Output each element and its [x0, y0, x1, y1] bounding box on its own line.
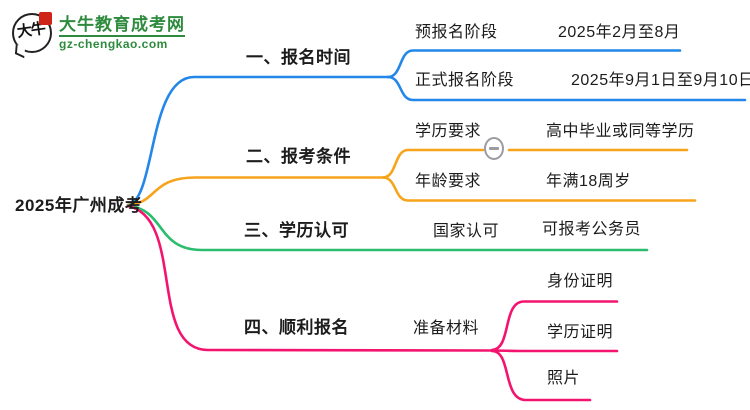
logo-text-block: 大牛教育成考网 gz-chengkao.com — [59, 15, 185, 51]
branch2-child1-label: 学历要求 — [415, 123, 482, 140]
branch1-child2-value: 2025年9月1日至9月10日 — [571, 72, 750, 89]
root-node: 2025年广州成考 — [15, 196, 143, 215]
minus-glyph — [489, 147, 499, 150]
branch1-child1-value: 2025年2月至8月 — [558, 24, 681, 41]
branch4-child1-line — [490, 300, 619, 352]
branch2-child2-value: 年满18周岁 — [546, 173, 631, 190]
logo-bull-badge: 大牛 — [12, 12, 52, 59]
branch2-child2-line — [381, 176, 697, 202]
branch1-child1-line — [386, 49, 682, 79]
branch4-child3-line — [490, 349, 592, 402]
branch1-line — [126, 75, 390, 207]
site-logo[interactable]: 大牛 大牛教育成考网 gz-chengkao.com — [12, 12, 185, 59]
logo-site-url: gz-chengkao.com — [59, 36, 168, 51]
collapse-icon[interactable] — [484, 137, 504, 160]
branch4-material-2: 学历证明 — [547, 324, 614, 341]
branch4-material-1: 身份证明 — [547, 273, 614, 290]
branch1-child2-line — [386, 75, 747, 102]
branch3-label: 三、学历认可 — [244, 221, 349, 240]
branch4-child1-label: 准备材料 — [413, 320, 480, 337]
logo-red-seal-icon — [39, 12, 52, 25]
branch2-label: 二、报考条件 — [246, 147, 351, 166]
branch4-material-3: 照片 — [547, 370, 581, 387]
branch1-label: 一、报名时间 — [246, 48, 351, 67]
logo-site-name: 大牛教育成考网 — [59, 15, 185, 35]
branch3-line — [126, 204, 649, 252]
branch3-child1-value: 可报考公务员 — [542, 221, 642, 238]
branch4-label: 四、顺利报名 — [244, 318, 349, 337]
branch4-line — [126, 204, 494, 352]
logo-divider — [59, 35, 185, 37]
branch2-child2-label: 年龄要求 — [415, 173, 482, 190]
branch2-child1-line — [381, 148, 689, 179]
branch1-child2-label: 正式报名阶段 — [415, 72, 515, 89]
branch3-child1-label: 国家认可 — [433, 223, 500, 240]
branch2-line — [126, 176, 385, 207]
branch4-child2-line — [490, 349, 619, 353]
branch1-child1-label: 预报名阶段 — [415, 24, 498, 41]
branch2-child1-value: 高中毕业或同等学历 — [546, 123, 695, 140]
